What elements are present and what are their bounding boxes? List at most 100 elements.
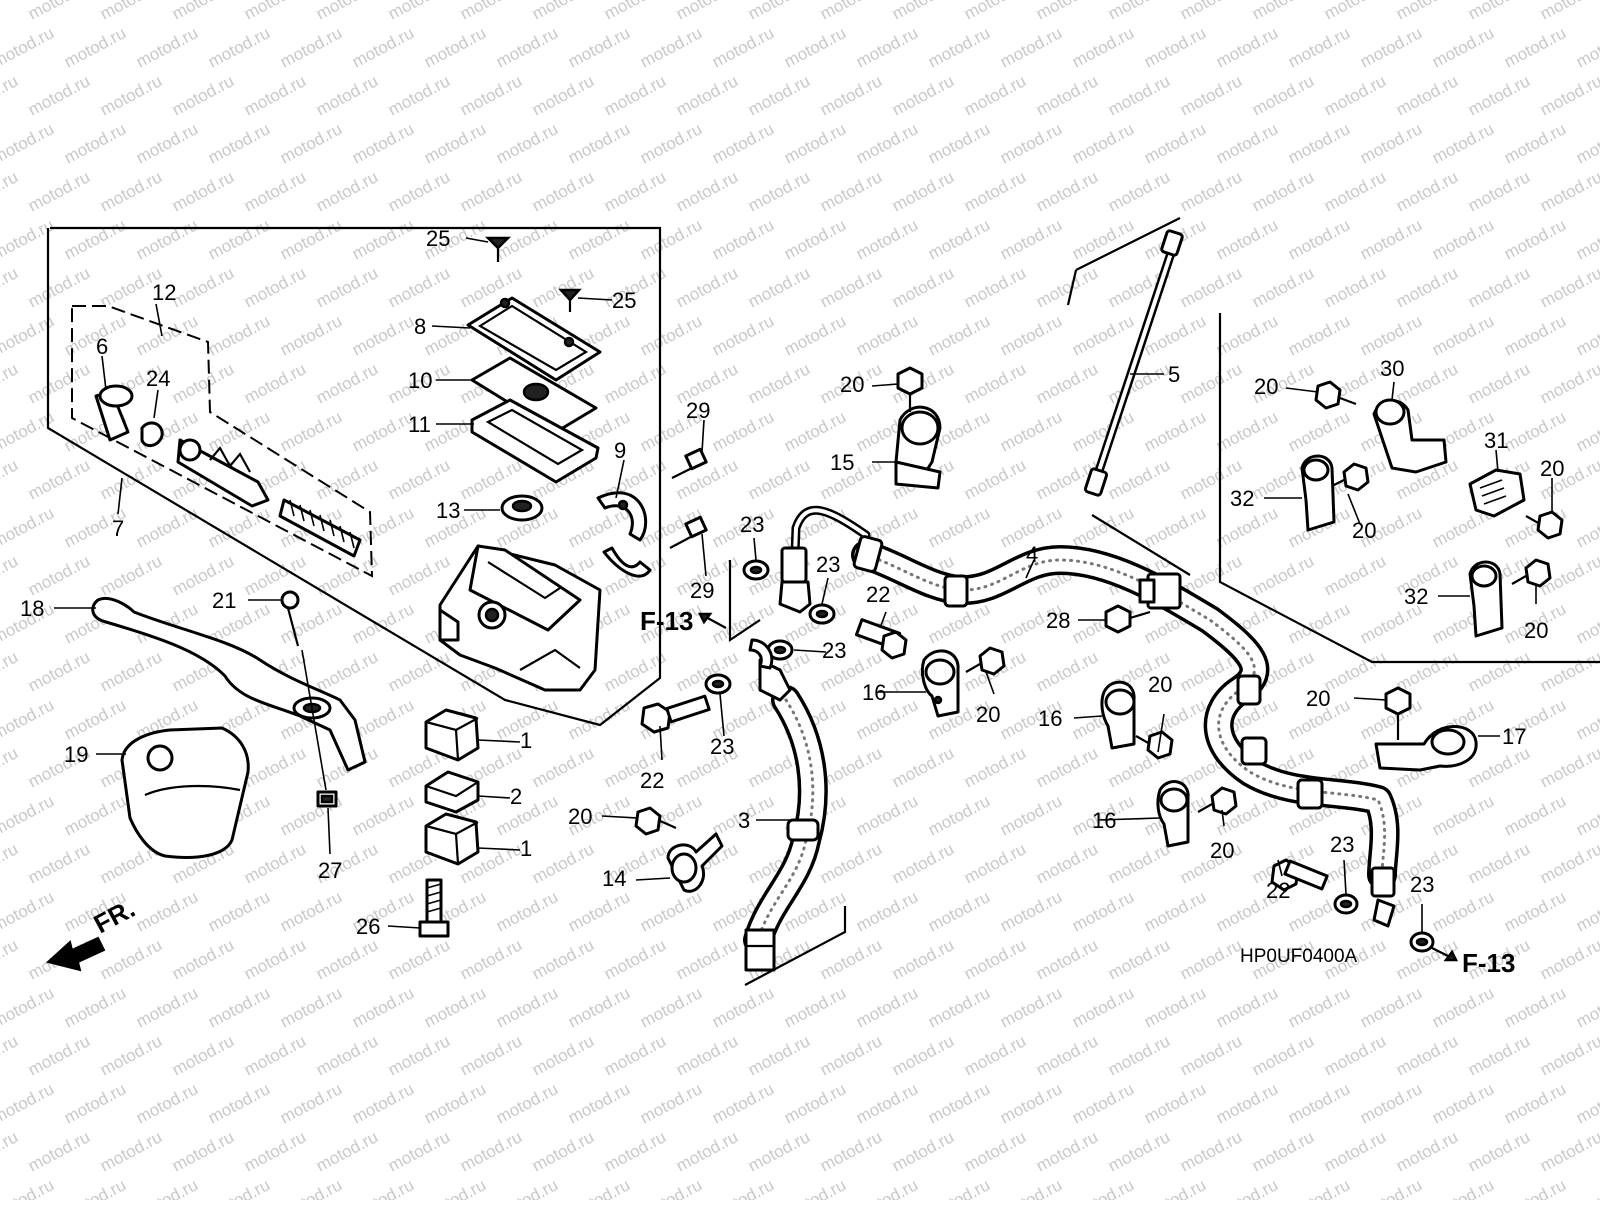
- watermark-text: motod.ru: [1321, 1031, 1389, 1079]
- watermark-text: motod.ru: [853, 23, 921, 71]
- watermark-text: motod.ru: [0, 983, 57, 1031]
- cap-screws: [484, 236, 582, 312]
- watermark-text: motod.ru: [1537, 359, 1600, 407]
- watermark-text: motod.ru: [925, 791, 993, 839]
- switch-2: [424, 770, 480, 814]
- callout-23: 23: [740, 512, 764, 537]
- watermark-text: motod.ru: [997, 887, 1065, 935]
- watermark-text: motod.ru: [637, 215, 705, 263]
- watermark-text: motod.ru: [25, 551, 93, 599]
- watermark-text: motod.ru: [277, 407, 345, 455]
- watermark-text: motod.ru: [241, 839, 309, 887]
- watermark-text: motod.ru: [61, 983, 129, 1031]
- watermark-text: motod.ru: [277, 983, 345, 1031]
- watermark-text: motod.ru: [1393, 0, 1461, 24]
- watermark-text: motod.ru: [1105, 1031, 1173, 1079]
- watermark-text: motod.ru: [817, 167, 885, 215]
- watermark-text: motod.ru: [925, 23, 993, 71]
- watermark-text: motod.ru: [853, 215, 921, 263]
- callout-21: 21: [212, 588, 236, 613]
- watermark-text: motod.ru: [601, 0, 669, 24]
- callout-4: 4: [1026, 542, 1038, 567]
- watermark-text: motod.ru: [1465, 359, 1533, 407]
- watermark-text: motod.ru: [205, 407, 273, 455]
- watermark-text: motod.ru: [1573, 695, 1600, 743]
- watermark-text: motod.ru: [1033, 0, 1101, 24]
- watermark-text: motod.ru: [313, 167, 381, 215]
- watermark-text: motod.ru: [565, 23, 633, 71]
- callout-23: 23: [822, 638, 846, 663]
- watermark-text: motod.ru: [1285, 1079, 1353, 1127]
- watermark-text: motod.ru: [853, 119, 921, 167]
- watermark-text: motod.ru: [133, 119, 201, 167]
- callout-22: 22: [1266, 878, 1290, 903]
- watermark-text: motod.ru: [961, 359, 1029, 407]
- watermark-text: motod.ru: [1573, 311, 1600, 359]
- watermark-text: motod.ru: [457, 71, 525, 119]
- watermark-text: motod.ru: [1393, 71, 1461, 119]
- watermark-text: motod.ru: [745, 455, 813, 503]
- watermark-text: motod.ru: [0, 0, 21, 24]
- watermark-text: motod.ru: [637, 1079, 705, 1127]
- watermark-text: motod.ru: [25, 71, 93, 119]
- watermark-text: motod.ru: [781, 311, 849, 359]
- watermark-text: motod.ru: [313, 1127, 381, 1175]
- watermark-text: motod.ru: [1213, 1175, 1281, 1200]
- watermark-text: motod.ru: [889, 935, 957, 983]
- watermark-text: motod.ru: [1141, 407, 1209, 455]
- watermark-text: motod.ru: [385, 71, 453, 119]
- callout-23: 23: [1410, 872, 1434, 897]
- watermark-text: motod.ru: [961, 455, 1029, 503]
- callout-20: 20: [568, 804, 592, 829]
- watermark-text: motod.ru: [457, 1031, 525, 1079]
- watermark-text: motod.ru: [1069, 119, 1137, 167]
- watermark-text: motod.ru: [385, 167, 453, 215]
- watermark-text: motod.ru: [349, 1079, 417, 1127]
- watermark-text: motod.ru: [889, 743, 957, 791]
- watermark-text: motod.ru: [349, 1175, 417, 1200]
- watermark-text: motod.ru: [241, 1031, 309, 1079]
- watermark-text: motod.ru: [1573, 23, 1600, 71]
- watermark-text: motod.ru: [1393, 647, 1461, 695]
- watermark-text: motod.ru: [1249, 1031, 1317, 1079]
- stop-switch-top: [424, 708, 480, 762]
- watermark-text: motod.ru: [565, 503, 633, 551]
- watermark-text: motod.ru: [313, 935, 381, 983]
- guide-31: [1468, 468, 1526, 518]
- watermark-text: motod.ru: [601, 935, 669, 983]
- watermark-text: motod.ru: [169, 263, 237, 311]
- watermark-text: motod.ru: [1573, 887, 1600, 935]
- front-arrow-icon: [45, 936, 106, 972]
- callout-22: 22: [866, 582, 890, 607]
- clamp-16-a: [920, 649, 960, 718]
- watermark-text: motod.ru: [169, 359, 237, 407]
- watermark-text: motod.ru: [1429, 1175, 1497, 1200]
- watermark-text: motod.ru: [709, 119, 777, 167]
- watermark-text: motod.ru: [529, 839, 597, 887]
- callout-3: 3: [738, 808, 750, 833]
- watermark-text: motod.ru: [0, 551, 21, 599]
- watermark-text: motod.ru: [1033, 359, 1101, 407]
- lever-cover: [120, 726, 250, 859]
- callout-13: 13: [436, 498, 460, 523]
- watermark-text: motod.ru: [1249, 0, 1317, 24]
- section-ref-lower: F-13: [1462, 948, 1515, 978]
- watermark-text: motod.ru: [97, 0, 165, 24]
- watermark-text: motod.ru: [1465, 167, 1533, 215]
- watermark-text: motod.ru: [1393, 1127, 1461, 1175]
- brake-pipe-5: [1083, 229, 1184, 497]
- watermark-text: motod.ru: [277, 887, 345, 935]
- watermark-text: motod.ru: [0, 887, 57, 935]
- watermark-text: motod.ru: [385, 263, 453, 311]
- watermark-text: motod.ru: [61, 215, 129, 263]
- watermark-text: motod.ru: [421, 23, 489, 71]
- watermark-text: motod.ru: [817, 71, 885, 119]
- watermark-text: motod.ru: [1393, 1031, 1461, 1079]
- watermark-text: motod.ru: [349, 23, 417, 71]
- callout-7: 7: [112, 516, 124, 541]
- watermark-text: motod.ru: [1429, 791, 1497, 839]
- watermark-text: motod.ru: [241, 551, 309, 599]
- callout-20: 20: [1540, 456, 1564, 481]
- watermark-text: motod.ru: [1429, 983, 1497, 1031]
